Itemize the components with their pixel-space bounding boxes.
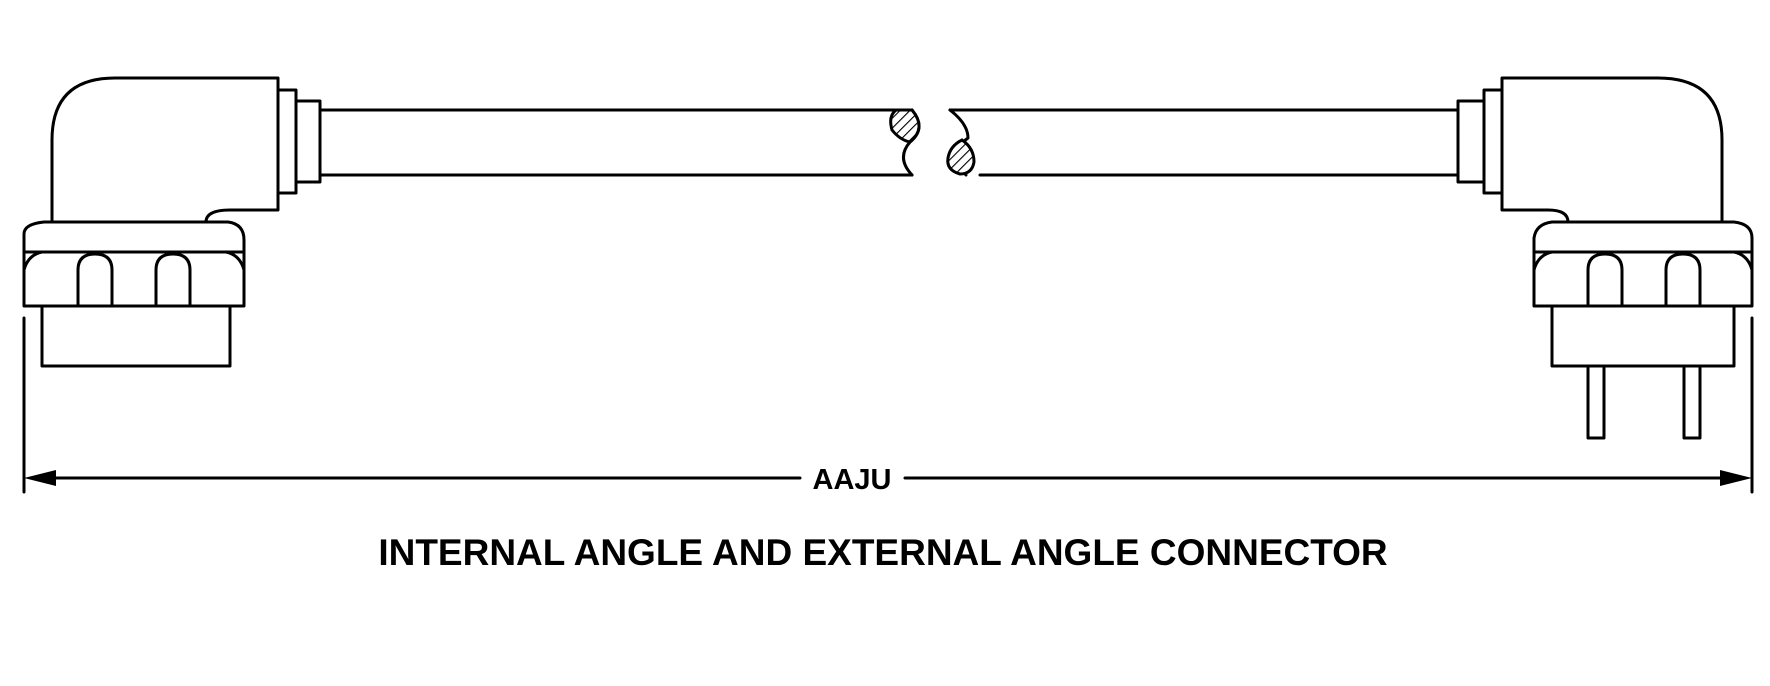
- left-socket-insert: [40, 304, 232, 368]
- left-nut-right-curve: [224, 250, 246, 272]
- dimension-label: AAJU: [813, 464, 892, 496]
- left-elbow-body: [50, 76, 280, 224]
- cable: [318, 108, 1460, 177]
- diagram-caption: INTERNAL ANGLE AND EXTERNAL ANGLE CONNEC…: [378, 532, 1387, 573]
- dimension-arrow-left: [24, 470, 56, 486]
- right-collar-inner: [1456, 99, 1486, 184]
- left-nut-groove-2: [154, 252, 192, 308]
- cable-right-section-hatch: [946, 138, 976, 176]
- left-collar-inner: [294, 99, 322, 184]
- right-elbow-body: [1500, 76, 1724, 224]
- left-nut-groove-1: [76, 252, 114, 308]
- right-connector: [1456, 76, 1754, 440]
- right-nut-groove-1: [1586, 252, 1624, 308]
- right-nut-left-curve: [1532, 250, 1554, 272]
- left-connector: [22, 76, 322, 368]
- right-plug-insert: [1550, 304, 1736, 368]
- right-pin-1: [1586, 364, 1606, 440]
- right-collar-outer: [1482, 88, 1504, 195]
- left-nut-left-curve: [22, 250, 44, 272]
- left-collar-outer: [276, 88, 298, 195]
- dimension: AAJU: [22, 316, 1754, 496]
- dimension-arrow-right: [1720, 470, 1752, 486]
- left-coupling-nut: [22, 220, 246, 308]
- right-nut-right-curve: [1732, 250, 1754, 272]
- right-pin-2: [1682, 364, 1702, 440]
- cable-left-section-hatch: [889, 108, 921, 144]
- right-nut-groove-2: [1664, 252, 1702, 308]
- right-coupling-nut: [1532, 220, 1754, 308]
